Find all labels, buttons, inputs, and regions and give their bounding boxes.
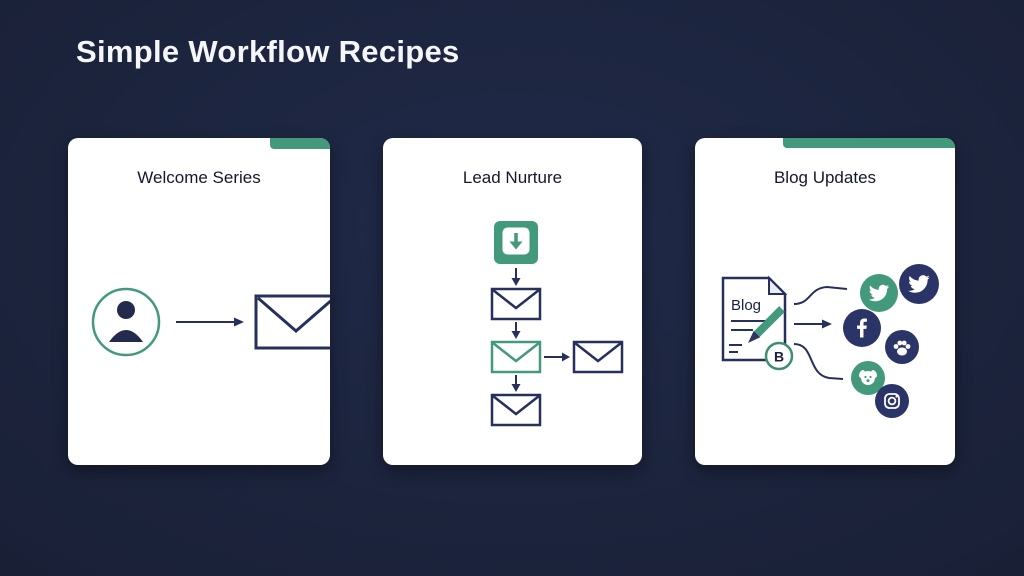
arrow-right-icon — [822, 319, 832, 329]
blog-badge: B — [764, 341, 794, 371]
twitter-icon — [860, 274, 898, 312]
arrow-down-icon — [511, 322, 521, 339]
nurture-flow-diagram — [490, 221, 624, 427]
connector-lines — [793, 285, 848, 380]
pencil-icon — [748, 306, 785, 343]
arrow-down-icon — [511, 375, 521, 392]
email-envelope-icon — [572, 340, 624, 374]
card-blog-updates: Blog Updates Blog B — [695, 138, 955, 465]
email-envelope-icon — [254, 294, 330, 350]
arrow-down-icon — [511, 268, 521, 286]
card-title: Blog Updates — [773, 168, 877, 187]
page-title: Simple Workflow Recipes — [76, 34, 460, 69]
welcome-flow-diagram — [91, 287, 330, 357]
blog-document-icon: Blog — [721, 275, 788, 362]
card-accent-tab — [783, 138, 955, 148]
card-title: Lead Nurture — [462, 168, 563, 187]
arrow-right-icon — [544, 352, 570, 362]
arrow-right-icon — [176, 317, 244, 327]
twitter-icon — [899, 264, 939, 304]
email-envelope-icon — [490, 287, 542, 321]
facebook-icon — [843, 309, 881, 347]
instagram-icon — [875, 384, 909, 418]
email-envelope-green-icon — [490, 340, 542, 374]
blog-document-label: Blog — [731, 297, 761, 314]
card-welcome-series: Welcome Series — [68, 138, 330, 465]
dog-icon — [851, 361, 885, 395]
email-envelope-icon — [490, 393, 542, 427]
blog-badge-label: B — [774, 349, 784, 365]
user-avatar-icon — [91, 287, 161, 357]
blog-share-diagram: Blog B — [721, 264, 939, 418]
card-lead-nurture: Lead Nurture — [383, 138, 642, 465]
paw-icon — [885, 330, 919, 364]
download-icon — [494, 221, 538, 264]
card-title: Welcome Series — [137, 168, 261, 187]
card-accent-tab — [270, 138, 330, 149]
